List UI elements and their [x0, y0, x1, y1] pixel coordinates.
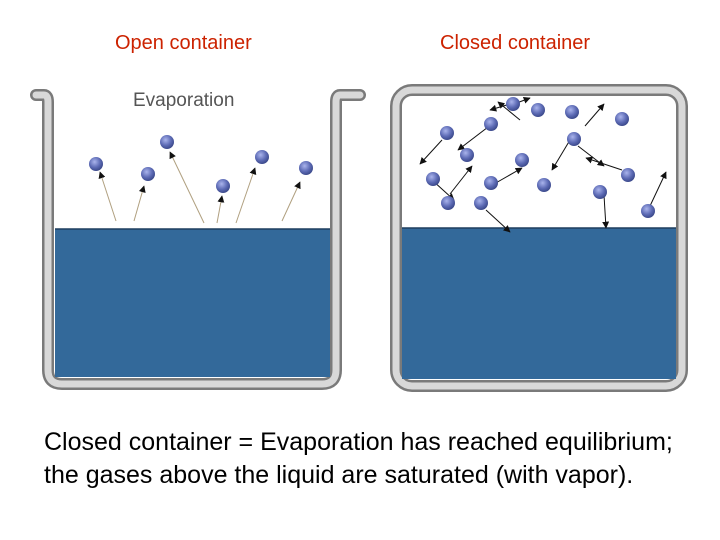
closed-arrow	[584, 103, 605, 127]
closed-molecule	[537, 178, 551, 192]
open-arrow	[133, 185, 146, 222]
closed-molecule	[531, 103, 545, 117]
open-arrow	[98, 171, 117, 222]
closed-molecule	[484, 117, 498, 131]
open-liquid	[55, 229, 330, 377]
closed-molecule	[565, 105, 579, 119]
caption-text: Closed container = Evaporation has reach…	[44, 428, 673, 489]
closed-container-heading: Closed container	[440, 32, 591, 54]
closed-molecule	[426, 172, 440, 186]
open-arrow	[216, 195, 225, 224]
open-molecule	[160, 135, 174, 149]
open-container-heading: Open container	[115, 32, 252, 54]
open-molecule	[141, 167, 155, 181]
closed-molecule	[460, 148, 474, 162]
closed-liquid	[402, 228, 676, 379]
closed-arrow	[485, 209, 511, 233]
closed-arrow	[649, 171, 667, 207]
closed-molecule	[593, 185, 607, 199]
closed-arrow	[449, 165, 473, 195]
open-molecule	[216, 179, 230, 193]
closed-molecule	[615, 112, 629, 126]
closed-arrow	[551, 139, 571, 171]
closed-molecule	[484, 176, 498, 190]
evaporation-label: Evaporation	[133, 90, 234, 111]
closed-molecule	[441, 196, 455, 210]
closed-arrow	[602, 194, 610, 229]
closed-molecule	[567, 132, 581, 146]
open-container: Evaporation	[30, 89, 366, 390]
open-arrow	[235, 167, 257, 224]
closed-arrow	[419, 139, 443, 165]
closed-arrow	[497, 101, 521, 121]
open-molecule	[255, 150, 269, 164]
open-arrow	[169, 151, 205, 224]
closed-molecule	[621, 168, 635, 182]
closed-molecule	[515, 153, 529, 167]
closed-molecule	[641, 204, 655, 218]
open-arrow	[281, 181, 301, 222]
closed-molecule	[474, 196, 488, 210]
closed-molecule	[506, 97, 520, 111]
open-molecule	[299, 161, 313, 175]
evaporation-diagram: Evaporation	[30, 84, 688, 392]
closed-arrow	[493, 167, 523, 185]
closed-container	[390, 84, 688, 392]
closed-arrow	[585, 156, 623, 171]
closed-molecule	[440, 126, 454, 140]
open-molecule	[89, 157, 103, 171]
